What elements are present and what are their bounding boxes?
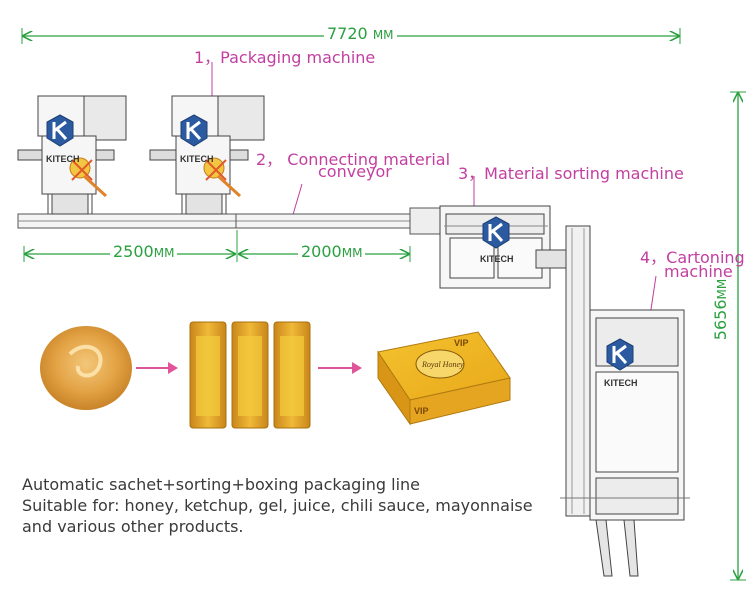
caption-line-3: and various other products.	[22, 517, 244, 536]
sachet-2	[231, 321, 269, 429]
dim-height-label: 5656MM	[711, 275, 731, 344]
dim-segment-1-label: 2500MM	[110, 242, 178, 261]
brand-text-1: KITECH	[46, 154, 80, 164]
packaging-machine-1: KITECH	[17, 95, 127, 215]
dimension-height	[730, 91, 746, 581]
packaging-machine-2: KITECH	[149, 95, 265, 215]
sorting-machine: KITECH	[439, 205, 567, 289]
caption-line-2: Suitable for: honey, ketchup, gel, juice…	[22, 496, 533, 515]
label-cartoning-line1: 4，Cartoning	[640, 248, 745, 267]
flow-arrow-icon	[318, 362, 362, 374]
sachet-1	[189, 321, 227, 429]
label-conveyor-line1: 2， Connecting material	[256, 150, 451, 169]
sachet-3	[273, 321, 311, 429]
connecting-conveyor	[17, 207, 445, 235]
brand-text-3: KITECH	[480, 254, 514, 264]
box-vip-side: VIP	[414, 406, 429, 416]
label-conveyor-line2: conveyor	[318, 162, 392, 181]
box-brand-script: Royal Honey	[421, 360, 464, 369]
caption-block: Automatic sachet+sorting+boxing packagin…	[22, 474, 533, 537]
caption-line-1: Automatic sachet+sorting+boxing packagin…	[22, 475, 421, 494]
label-cartoning-line2: machine	[664, 262, 733, 281]
label-sorting-machine: 3，Material sorting machine	[458, 164, 684, 183]
dim-total-width-label: 7720 MM	[324, 24, 397, 43]
brand-text-2: KITECH	[180, 154, 214, 164]
label-packaging-machine: 1，Packaging machine	[194, 48, 376, 67]
carton-box: Royal Honey VIP VIP	[377, 331, 511, 426]
cartoning-machine: KITECH	[560, 225, 690, 577]
box-vip-top: VIP	[454, 338, 469, 348]
brand-text-4: KITECH	[604, 378, 638, 388]
flow-arrow-icon	[136, 362, 178, 374]
honey-blob	[40, 326, 132, 410]
dim-segment-2-label: 2000MM	[298, 242, 366, 261]
